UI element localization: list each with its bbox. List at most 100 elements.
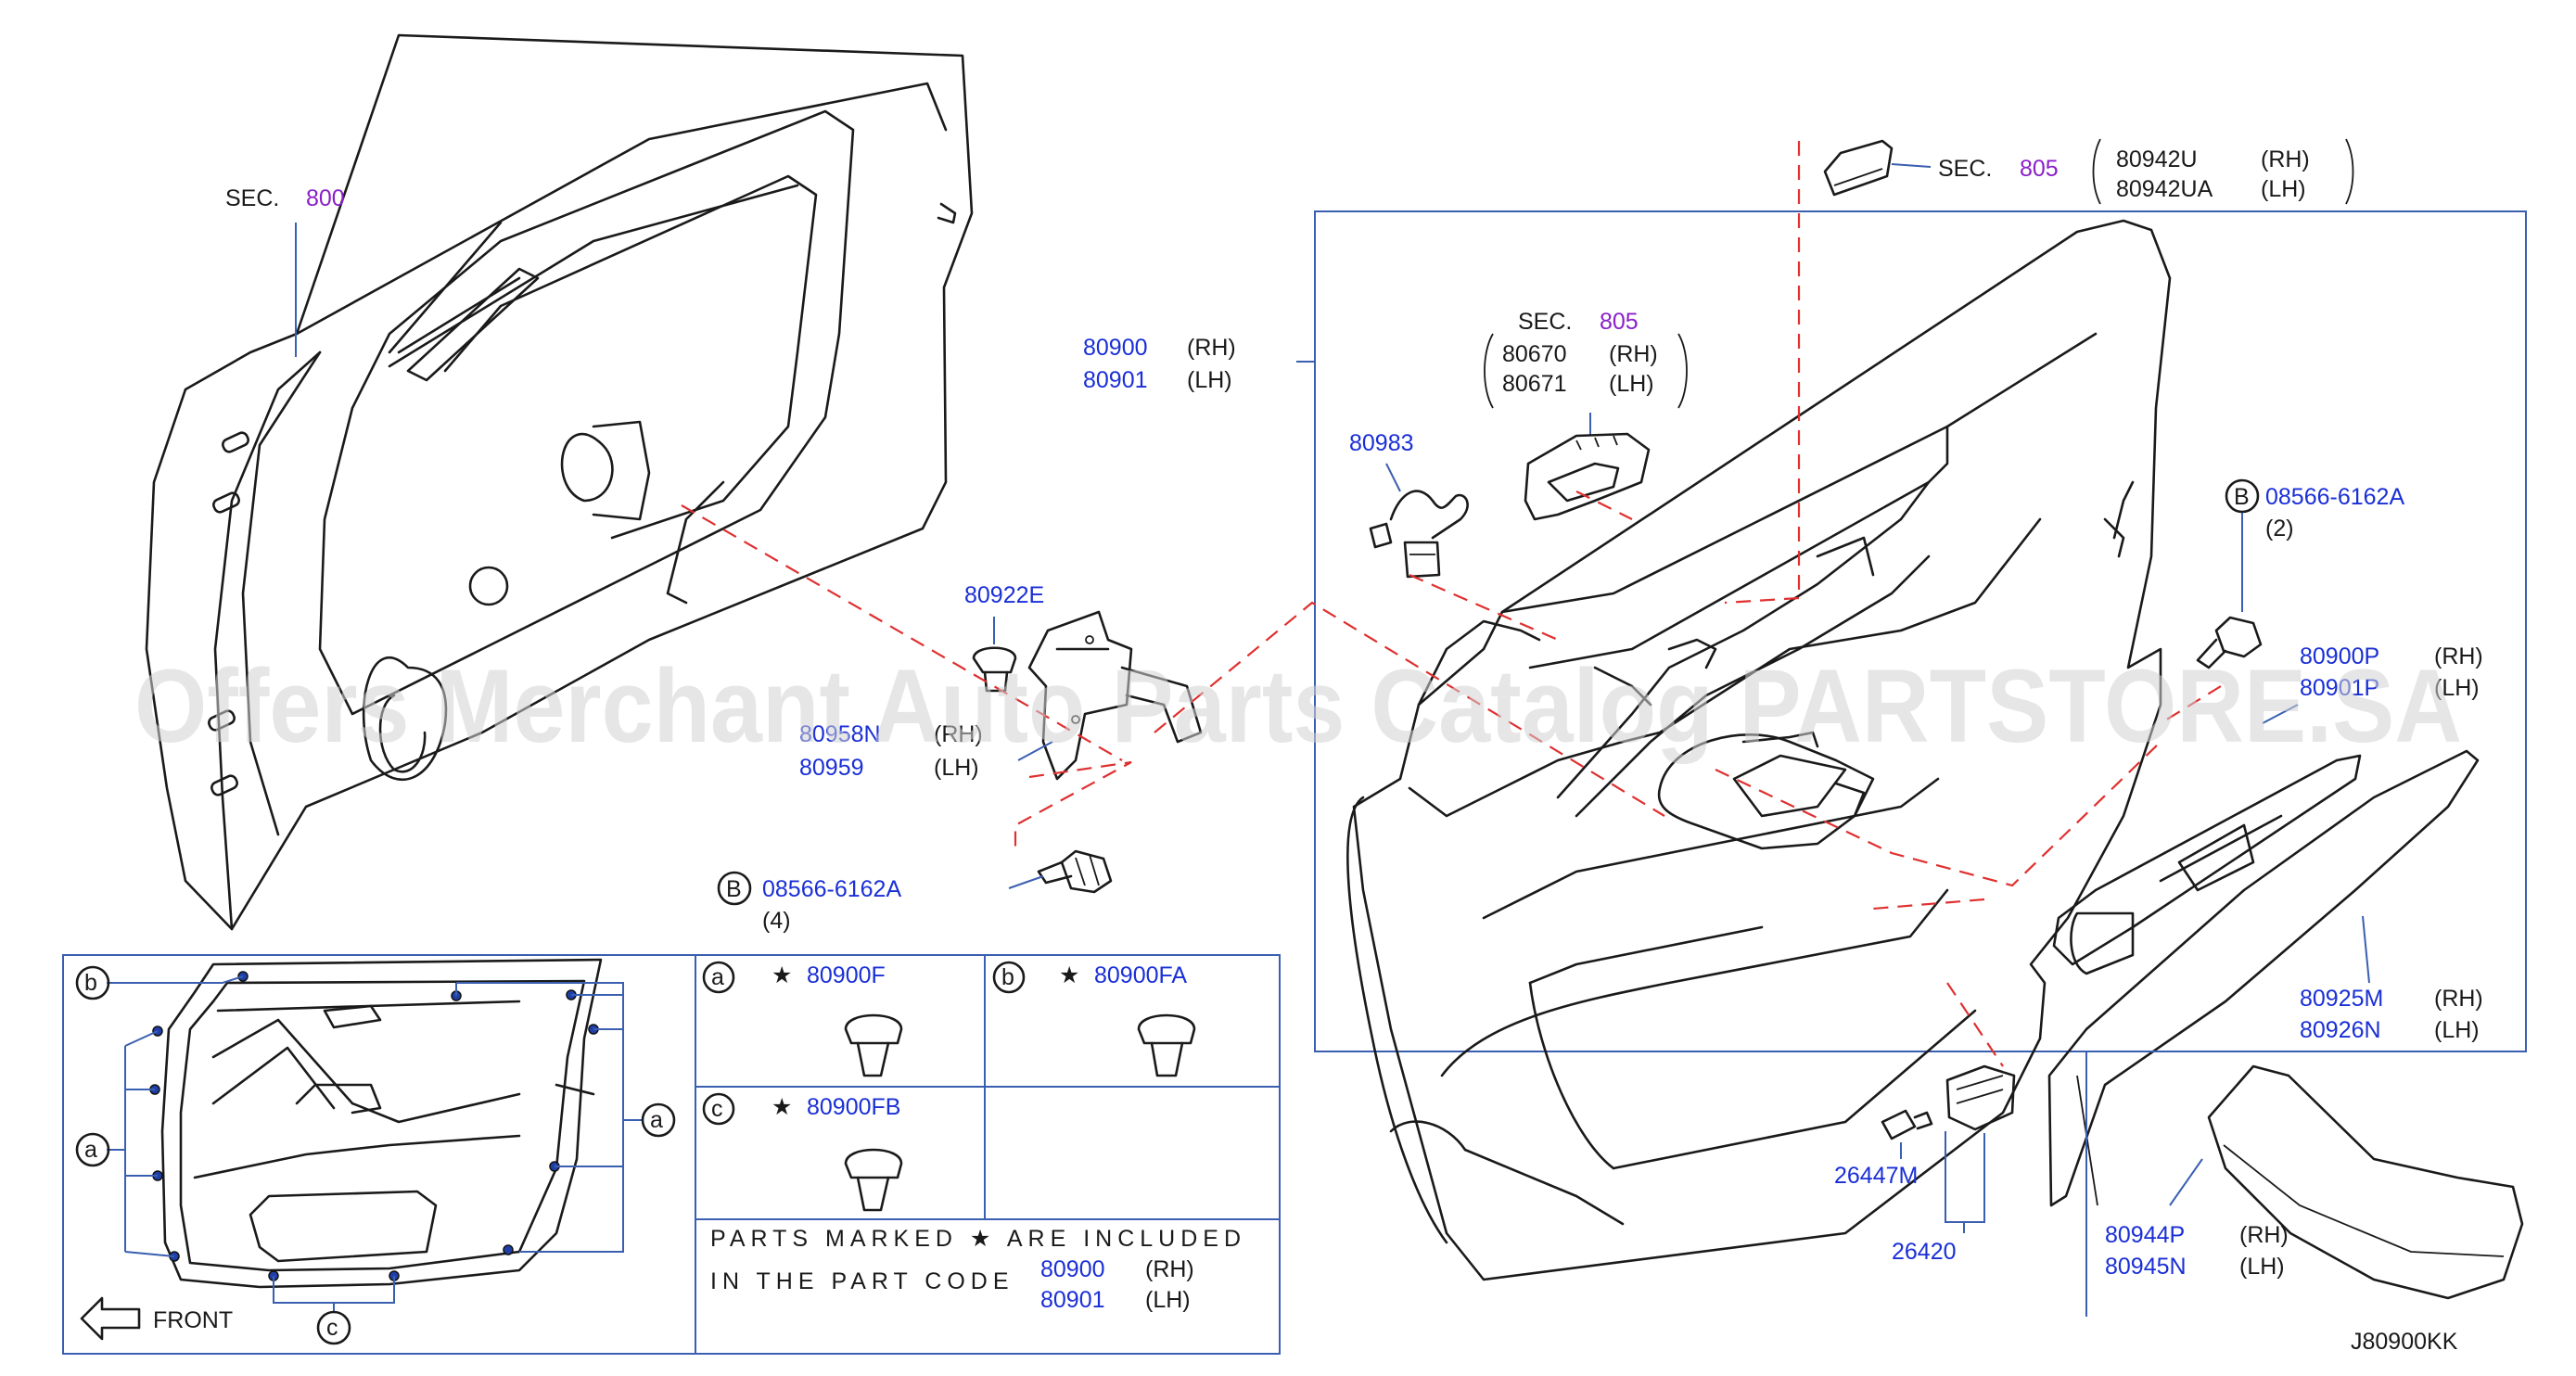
inset-mark-a-right-letter: a bbox=[650, 1107, 663, 1133]
sec805-top-prefix: SEC. bbox=[1938, 156, 1992, 182]
assembly-guide-lines bbox=[681, 141, 2222, 1067]
p80944p-leader bbox=[2169, 1158, 2203, 1206]
p80944p-rh: (RH) bbox=[2239, 1222, 2289, 1248]
p80900p-rh: (RH) bbox=[2434, 643, 2483, 669]
lamp-26420-drawing bbox=[1945, 1064, 2016, 1131]
sec800-link[interactable]: 800 bbox=[306, 185, 345, 211]
front-label: FRONT bbox=[153, 1307, 233, 1333]
sec800-prefix: SEC. bbox=[225, 185, 279, 211]
sec805-top-link[interactable]: 805 bbox=[2020, 156, 2059, 182]
p80958n-lh: (LH) bbox=[934, 755, 979, 781]
harness-80983-drawing bbox=[1369, 490, 1469, 579]
door-trim-drawing bbox=[1346, 219, 2172, 1281]
part-80670[interactable]: 80670 bbox=[1502, 341, 1567, 367]
p80958n-leader bbox=[1017, 741, 1053, 761]
part-80900fa[interactable]: 80900FA bbox=[1094, 962, 1187, 988]
part-26447m[interactable]: 26447M bbox=[1834, 1163, 1918, 1189]
part-80900p[interactable]: 80900P bbox=[2300, 643, 2379, 669]
p80900p-leader bbox=[2262, 704, 2299, 724]
part-08566-6162a-bl[interactable]: 08566-6162A bbox=[762, 876, 901, 902]
screw-bl-leader bbox=[1008, 875, 1044, 889]
note-line-1: PARTS MARKED ★ ARE INCLUDED bbox=[710, 1226, 1246, 1252]
screw-b-mark bbox=[717, 871, 752, 906]
p26420-leader-stem bbox=[1945, 1221, 1965, 1233]
inset-door-drawing bbox=[160, 958, 603, 1289]
door-shell-drawing bbox=[145, 33, 974, 931]
part-80942u[interactable]: 80942U bbox=[2116, 147, 2198, 172]
part-26420[interactable]: 26420 bbox=[1892, 1239, 1957, 1265]
part-80959[interactable]: 80959 bbox=[799, 755, 864, 781]
clip-c-star-icon: ★ bbox=[772, 1094, 792, 1120]
sec805-top-leader bbox=[1891, 163, 1932, 168]
trim-rh: (RH) bbox=[1187, 335, 1236, 361]
screw-b-letter: B bbox=[726, 876, 742, 902]
part-80900[interactable]: 80900 bbox=[1083, 335, 1148, 361]
sec805-top-lh: (LH) bbox=[2261, 176, 2306, 202]
note-rh: (RH) bbox=[1145, 1256, 1194, 1282]
part-08566-6162a-r[interactable]: 08566-6162A bbox=[2265, 484, 2404, 510]
note-lh: (LH) bbox=[1145, 1287, 1191, 1313]
part-80671[interactable]: 80671 bbox=[1502, 371, 1567, 397]
inset-mark-a-right bbox=[641, 1102, 676, 1138]
part-80944p[interactable]: 80944P bbox=[2105, 1222, 2185, 1248]
cover-80942u-drawing bbox=[1823, 139, 1894, 197]
part-80983[interactable]: 80983 bbox=[1349, 430, 1414, 456]
clip-cell-a: a ★ 80900F bbox=[702, 961, 903, 1077]
sec805-handle-rh: (RH) bbox=[1609, 341, 1658, 367]
inset-mark-b-letter: b bbox=[84, 970, 97, 996]
p80925m-rh: (RH) bbox=[2434, 986, 2483, 1012]
clip-a-mark: a bbox=[711, 964, 724, 990]
screw-r-b-mark bbox=[2225, 478, 2260, 514]
sec805-handle-bracket-left bbox=[1484, 333, 1494, 409]
inset-mark-c-letter: c bbox=[326, 1315, 338, 1341]
sec805-handle-prefix: SEC. bbox=[1518, 309, 1572, 335]
diagram-code: J80900KK bbox=[2351, 1329, 2458, 1355]
part-80958n[interactable]: 80958N bbox=[799, 721, 881, 747]
trim-lh: (LH) bbox=[1187, 367, 1232, 393]
p80983-leader bbox=[1385, 463, 1401, 492]
note-line-2: IN THE PART CODE bbox=[710, 1268, 1014, 1294]
watermark-text: Offers Merchant Auto Parts Catalog PARTS… bbox=[134, 648, 2462, 764]
inset-mark-a-left-letter: a bbox=[84, 1137, 97, 1163]
part-80900fb[interactable]: 80900FB bbox=[807, 1094, 900, 1120]
part-80901[interactable]: 80901 bbox=[1083, 367, 1148, 393]
p80944p-lh: (LH) bbox=[2239, 1254, 2285, 1280]
note-part-80900[interactable]: 80900 bbox=[1040, 1256, 1105, 1282]
sec805-top-rh: (RH) bbox=[2261, 147, 2310, 172]
clip-a-star-icon: ★ bbox=[772, 962, 792, 988]
part-80925m[interactable]: 80925M bbox=[2300, 986, 2383, 1012]
pad-80944p-drawing bbox=[2207, 1064, 2524, 1300]
clip-c-mark: c bbox=[711, 1096, 723, 1122]
inset-clip-dots bbox=[149, 971, 599, 1281]
inset-mark-a-left bbox=[75, 1132, 110, 1167]
sec805-handle-lh: (LH) bbox=[1609, 371, 1654, 397]
clip-cell-b: b ★ 80900FA bbox=[992, 961, 1196, 1077]
sec805-top-bracket-left bbox=[2092, 138, 2101, 205]
p80925m-leader bbox=[2362, 915, 2370, 984]
p26420-leader bbox=[1945, 1131, 1985, 1223]
bulb-26447m-drawing bbox=[1881, 1109, 1933, 1140]
p80958n-rh: (RH) bbox=[934, 721, 983, 747]
part-80945n[interactable]: 80945N bbox=[2105, 1254, 2187, 1280]
sec805-handle-link[interactable]: 805 bbox=[1600, 309, 1639, 335]
inset-frame bbox=[62, 954, 1281, 1355]
note-part-80901[interactable]: 80901 bbox=[1040, 1287, 1105, 1313]
screw-r-icon bbox=[2196, 616, 2263, 669]
inset-mark-b bbox=[75, 965, 110, 1000]
screw-r-qty: (2) bbox=[2265, 516, 2294, 541]
part-80942ua[interactable]: 80942UA bbox=[2116, 176, 2213, 202]
screw-r-b-letter: B bbox=[2234, 484, 2250, 510]
part-80922e[interactable]: 80922E bbox=[964, 582, 1044, 608]
p80925m-lh: (LH) bbox=[2434, 1017, 2480, 1043]
armrest-80925m-drawing bbox=[2047, 749, 2480, 1207]
part-80900f[interactable]: 80900F bbox=[807, 962, 886, 988]
bracket-80958n-drawing bbox=[972, 610, 1203, 781]
part-80926n[interactable]: 80926N bbox=[2300, 1017, 2381, 1043]
switch-bezel-drawing bbox=[2052, 754, 2362, 975]
clip-b-mark: b bbox=[1001, 964, 1014, 990]
part-80901p[interactable]: 80901P bbox=[2300, 675, 2379, 701]
sec805-handle-bracket-right bbox=[1677, 333, 1688, 409]
inset-leader-lines bbox=[107, 975, 642, 1312]
door-trim-group-box bbox=[1314, 210, 2527, 1052]
